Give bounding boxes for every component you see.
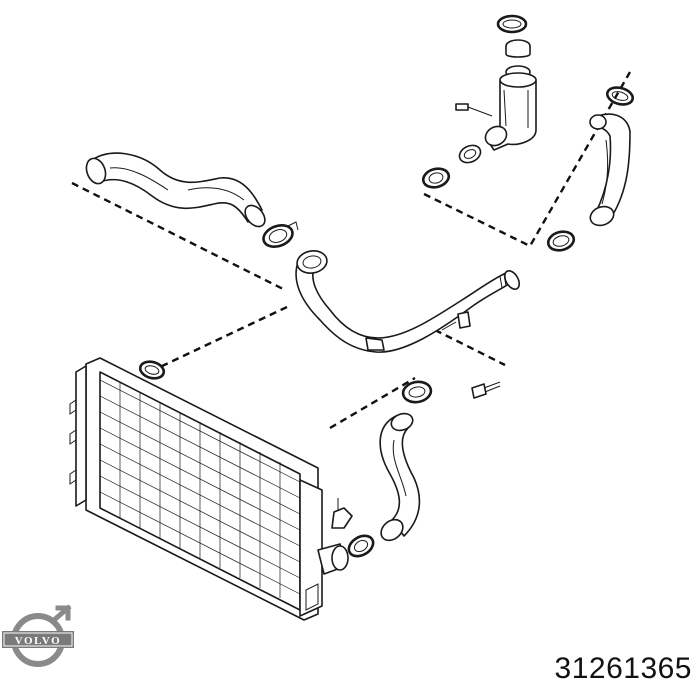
hose-clamp-right-top	[605, 86, 635, 106]
throttle-housing	[455, 14, 537, 151]
hose-clamp-lower-bottom	[347, 534, 375, 558]
hose-clamp-right-bottom	[546, 230, 576, 252]
lower-hose	[379, 412, 421, 542]
hose-clamp-lower-top	[401, 380, 433, 404]
brand-name: VOLVO	[15, 635, 61, 647]
right-hose	[589, 113, 631, 227]
brand-logo: VOLVO	[2, 604, 76, 670]
hose-clamp-intercooler-top	[138, 360, 166, 380]
hose-clamp-upper-left	[262, 221, 299, 249]
part-number: 31261365	[554, 652, 692, 685]
upper-hose	[85, 152, 266, 228]
intercooler	[69, 357, 349, 621]
leader-lines	[71, 71, 632, 430]
gasket-throttle	[421, 167, 451, 189]
hose-clamp-throttle	[458, 144, 482, 164]
charge-pipe	[295, 250, 521, 353]
bracket-intercooler	[331, 498, 353, 529]
bolt-right	[471, 381, 501, 399]
volvo-iron-mark-icon: VOLVO	[2, 604, 74, 667]
